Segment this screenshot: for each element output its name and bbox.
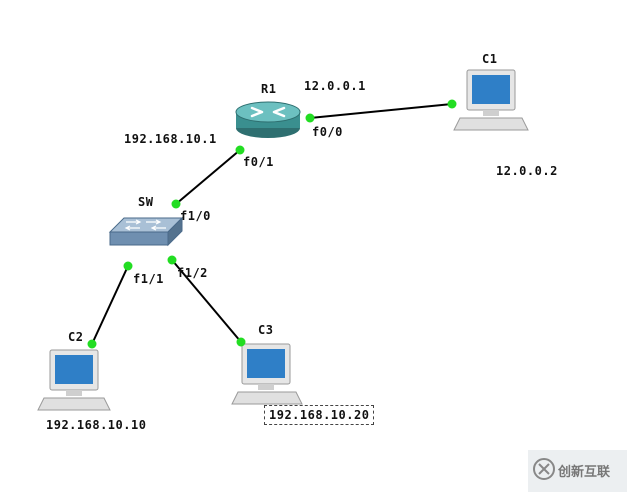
link-sw-c2 (91, 265, 129, 345)
switch-sw-icon[interactable] (108, 216, 184, 247)
pc-c3-icon[interactable] (231, 343, 303, 405)
c2-name-label: C2 (68, 330, 84, 344)
c1-ip-label: 12.0.0.2 (496, 164, 558, 178)
link-r1-sw (175, 149, 241, 205)
c1-name-label: C1 (482, 52, 498, 66)
port-dot-sw-f1-2 (167, 255, 177, 265)
r1-name-label: R1 (261, 82, 277, 96)
pc-c1-icon[interactable] (453, 69, 529, 131)
r1-port-f0-1-label: f0/1 (243, 155, 274, 169)
router-r1-icon[interactable] (235, 101, 301, 138)
pc-c2-icon[interactable] (37, 349, 111, 411)
r1-wan-ip-label: 12.0.0.1 (304, 79, 366, 93)
watermark-logo-icon (533, 458, 555, 480)
port-dot-c1 (447, 99, 457, 109)
watermark-text: 创新互联 (558, 465, 611, 480)
sw-port-f1-1-label: f1/1 (133, 272, 164, 286)
port-dot-sw-f1-1 (123, 261, 133, 271)
r1-port-f0-0-label: f0/0 (312, 125, 343, 139)
link-r1-c1 (309, 103, 453, 119)
c2-ip-label: 192.168.10.10 (46, 418, 147, 432)
link-sw-c3 (171, 259, 242, 343)
port-dot-c2 (87, 339, 97, 349)
port-dot-r1-f0-0 (305, 113, 315, 123)
sw-port-f1-2-label: f1/2 (177, 266, 208, 280)
watermark-background (528, 450, 627, 492)
r1-lan-ip-label: 192.168.10.1 (124, 132, 217, 146)
sw-port-f1-0-label: f1/0 (180, 209, 211, 223)
port-dot-c3 (236, 337, 246, 347)
c3-name-label: C3 (258, 323, 274, 337)
port-dot-sw-f1-0 (171, 199, 181, 209)
port-dot-r1-f0-1 (235, 145, 245, 155)
c3-ip-label: 192.168.10.20 (264, 405, 375, 425)
sw-name-label: SW (138, 195, 154, 209)
